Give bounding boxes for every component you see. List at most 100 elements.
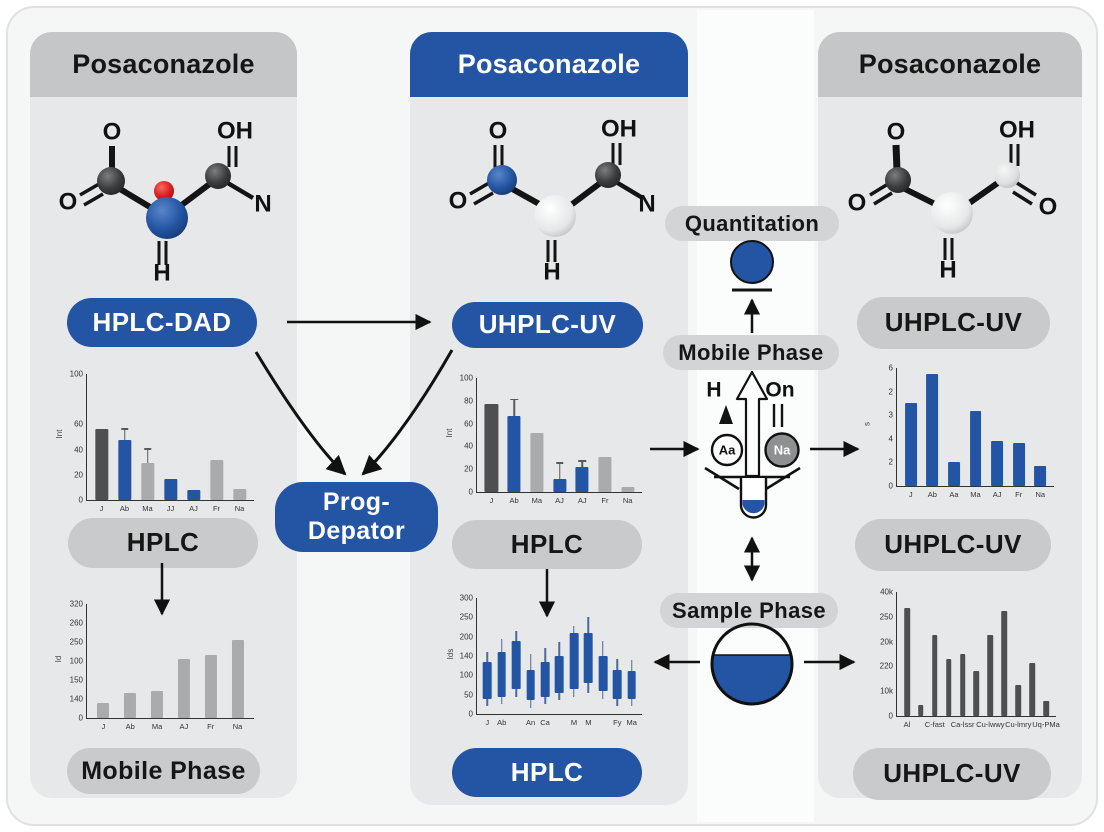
chart-bar [948, 462, 960, 486]
x-tick-label: Ab [927, 490, 937, 499]
chart-bar-slot: AJ [170, 604, 197, 731]
x-tick-label: Fr [207, 722, 215, 731]
x-tick-label: AJ [992, 490, 1002, 499]
chart-bar-slot: Fy [610, 598, 624, 727]
chart-bar-slot [942, 592, 956, 716]
chart-bar-slot [997, 592, 1011, 716]
chart-bar [575, 466, 589, 492]
y-tick-label: 140 [459, 651, 473, 661]
panel-left-title: Posaconazole [72, 49, 255, 79]
x-tick-label: AJ [555, 496, 564, 505]
chart-bar [598, 456, 612, 492]
pill-uhplc-uv-right-bottom-label: UHPLC-UV [883, 758, 1021, 789]
x-tick-label: Fy [613, 718, 622, 727]
x-tick-label: Ma [970, 490, 981, 499]
atom-label-o-right: O [1039, 193, 1058, 220]
atom-label-o-top: O [489, 117, 508, 144]
error-bar [579, 460, 585, 467]
chart-bar [1029, 663, 1035, 716]
chart-bar-slot: J [90, 374, 113, 513]
nitrogen-sphere [146, 197, 188, 239]
chart-bar [209, 459, 224, 500]
chart-bar-slot [596, 598, 610, 714]
chart-bar-slot: Ma [144, 604, 171, 731]
pill-uhplc-uv-middle: UHPLC-UV [452, 302, 643, 348]
pill-hplc-left: HPLC [68, 518, 258, 568]
chart-bar-slot: Ab [494, 598, 508, 727]
chart-bar-slot: J [90, 604, 117, 731]
chart-bar-slot: C-fast [925, 592, 945, 729]
chart-bar [1043, 700, 1049, 716]
pill-hplc-middle: HPLC [452, 520, 642, 569]
chart-bar [232, 488, 247, 500]
pill-mobile-phase-center-label: Mobile Phase [678, 339, 824, 365]
y-axis-label: Int [444, 428, 454, 438]
panel-left-header: Posaconazole [30, 32, 297, 97]
chart-bar [959, 654, 966, 716]
chart-bar [552, 479, 567, 492]
y-tick-label: 80 [464, 396, 473, 406]
chart-bar-slot: Ab [922, 368, 944, 499]
panel-right-header: Posaconazole [818, 32, 1082, 97]
carbon-sphere [205, 163, 231, 189]
y-tick-label: 100 [69, 369, 83, 379]
chart-bar-slot: AJ [182, 374, 205, 513]
chart-bar-slot: AJ [548, 378, 571, 505]
y-tick-label: 320 [69, 599, 83, 609]
pill-sample-phase-label: Sample Phase [672, 597, 826, 623]
chart-bar-slot: J [480, 598, 494, 727]
chart-bar [612, 669, 622, 699]
carbon-sphere [595, 162, 621, 188]
pill-hplc-dad-label: HPLC-DAD [92, 306, 232, 337]
x-tick-label: J [489, 496, 494, 505]
y-tick-label: 100 [459, 373, 473, 383]
atom-label-o-left: O [59, 188, 78, 215]
x-tick-label: Fr [212, 504, 221, 513]
pill-sample-phase: Sample Phase [660, 593, 838, 628]
chart-bar [163, 478, 178, 500]
center-column-strip [697, 10, 814, 822]
y-tick-label: 40 [74, 445, 83, 455]
y-tick-label: 250 [69, 637, 83, 647]
panel-middle-header: Posaconazole [410, 32, 688, 97]
chart-bar-slot: Fr [1008, 368, 1030, 499]
pill-hplc-middle-bottom-label: HPLC [510, 756, 584, 787]
chart-bar-slot: Al [900, 592, 914, 729]
y-axis-label: Ids [445, 648, 455, 659]
chart-bar-slot: Ma [965, 368, 987, 499]
chart-bar [987, 635, 994, 716]
y-tick-label: 3 [888, 410, 893, 420]
y-tick-label: 2 [888, 387, 893, 397]
chart-bar [598, 656, 608, 691]
y-tick-label: 40k [880, 587, 893, 597]
chart-bar [204, 655, 217, 718]
x-tick-label: JJ [166, 504, 175, 513]
x-tick-label: Ma [142, 504, 153, 513]
y-tick-label: 260 [69, 618, 83, 628]
chart-bar-slot: Ab [113, 374, 136, 513]
chart-bar [117, 439, 132, 500]
y-tick-label: 0 [468, 709, 473, 719]
atom-label-o-left: O [848, 189, 867, 216]
x-tick-label: Ma [151, 722, 163, 731]
x-tick-label: Na [622, 496, 633, 505]
x-tick-label: An [525, 718, 536, 727]
panel-left: Posaconazole [30, 32, 297, 798]
x-tick-label: Fr [1015, 490, 1023, 499]
x-tick-label: C-fast [924, 720, 945, 729]
chart-bar [94, 429, 109, 500]
x-tick-label: Uq-PMa [1032, 720, 1060, 729]
chart-bar-slot [970, 592, 984, 716]
chart-bar [904, 403, 917, 486]
chart-bar [140, 463, 155, 500]
x-tick-label: AJ [577, 496, 587, 505]
atom-label-oh: OH [999, 116, 1035, 143]
carbon-sphere [97, 167, 125, 195]
y-tick-label: 0 [78, 713, 83, 723]
y-tick-label: 0 [468, 487, 473, 497]
